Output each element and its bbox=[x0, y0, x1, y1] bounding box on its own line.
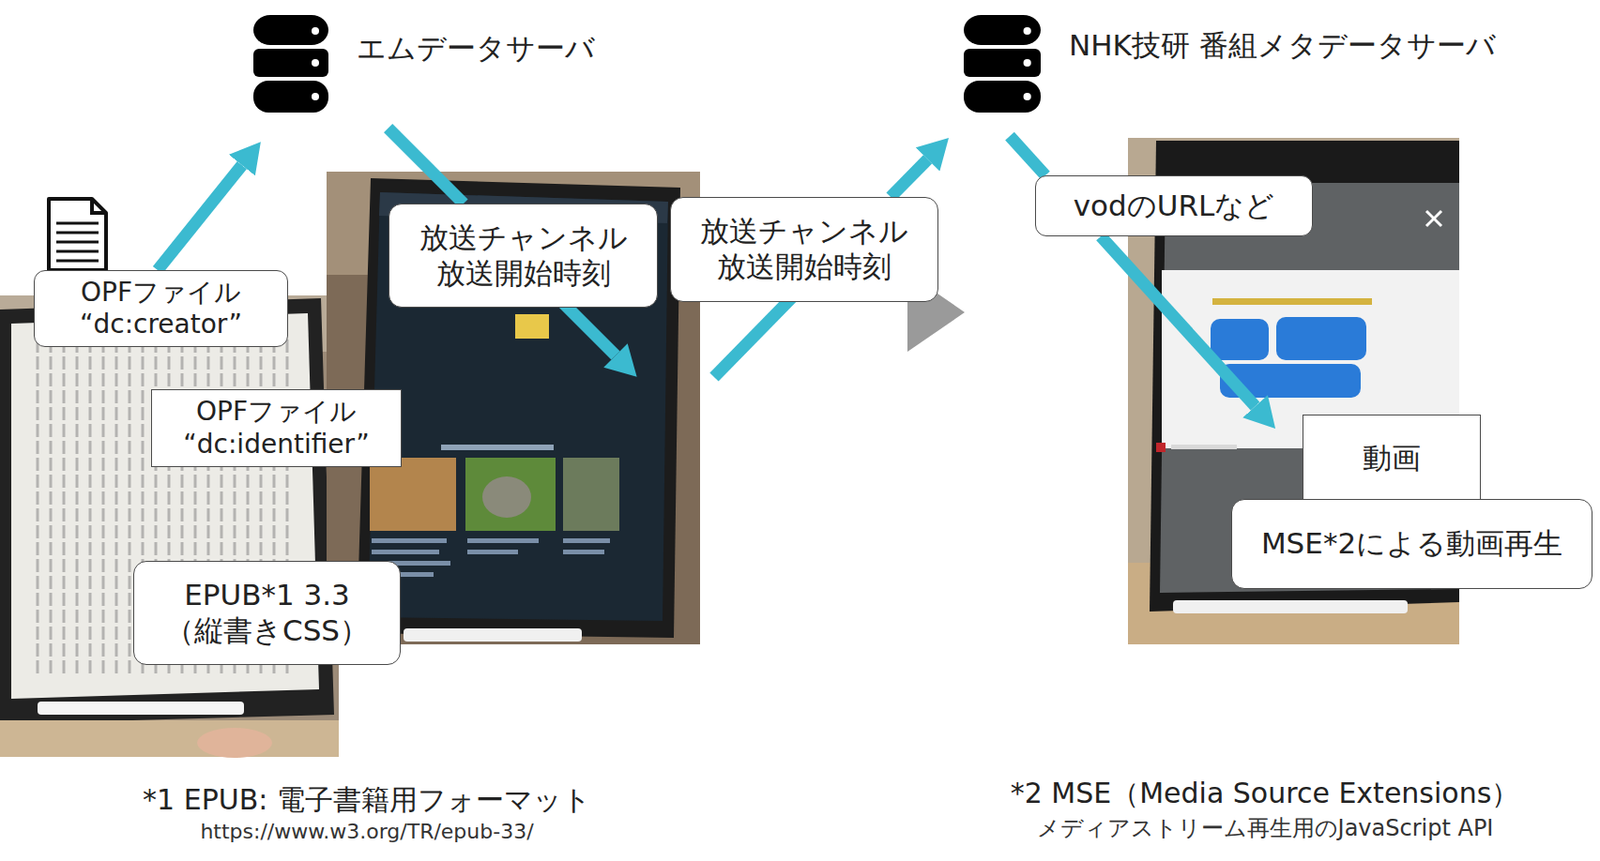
video-photo bbox=[1210, 319, 1269, 361]
server-icon: NHK技研 番組メタデータサーバ bbox=[963, 15, 1041, 113]
document-icon bbox=[56, 241, 99, 244]
tablet-photo bbox=[467, 538, 539, 544]
epub-photo bbox=[76, 339, 79, 676]
callout-box: 放送チャンネル 放送開始時刻 bbox=[388, 203, 658, 308]
tablet-photo bbox=[403, 628, 582, 642]
video-photo bbox=[1171, 444, 1237, 450]
tablet-photo bbox=[371, 538, 447, 544]
server-icon: エムデータサーバ bbox=[253, 15, 329, 113]
document-icon bbox=[56, 250, 99, 254]
tablet-photo bbox=[441, 444, 554, 451]
box-text: 放送チャンネル 放送開始時刻 bbox=[400, 220, 646, 292]
tablet-photo bbox=[465, 457, 556, 532]
epub-photo bbox=[37, 701, 244, 716]
callout-box: 動画 bbox=[1302, 414, 1481, 503]
video-photo bbox=[1426, 211, 1442, 227]
video-photo bbox=[1426, 211, 1442, 227]
epub-photo bbox=[0, 720, 339, 758]
tablet-photo bbox=[467, 549, 519, 555]
document-icon bbox=[91, 198, 107, 214]
video-photo bbox=[1426, 211, 1442, 227]
epub-photo bbox=[197, 728, 273, 759]
database-symbol bbox=[253, 15, 329, 113]
epub-photo bbox=[115, 339, 119, 676]
tablet-photo bbox=[515, 314, 549, 339]
box-text: EPUB*1 3.3 （縦書きCSS） bbox=[145, 578, 389, 650]
flow-arrow bbox=[1009, 136, 1046, 176]
box-text: 動画 bbox=[1362, 441, 1421, 477]
epub-photo bbox=[128, 339, 132, 676]
flow-arrow bbox=[388, 128, 464, 204]
box-text: OPFファイル “dc:creator” bbox=[45, 276, 276, 341]
tablet-photo bbox=[369, 457, 457, 532]
footnote: https://www.w3.org/TR/epub-33/ bbox=[199, 820, 534, 844]
tablet-photo bbox=[367, 192, 669, 622]
epub-photo bbox=[36, 339, 40, 676]
tablet-photo bbox=[563, 538, 610, 544]
epub-photo bbox=[0, 295, 339, 759]
epub-photo bbox=[62, 339, 66, 676]
flow-segment bbox=[714, 291, 798, 378]
document-icon bbox=[56, 259, 99, 263]
epub-photo bbox=[102, 339, 106, 676]
epub-photo bbox=[89, 339, 92, 676]
video-photo bbox=[1173, 600, 1408, 614]
database-symbol bbox=[963, 15, 1041, 113]
epub-photo bbox=[49, 339, 53, 676]
box-text: OPFファイル “dc:identifier” bbox=[163, 396, 390, 460]
document-icon bbox=[56, 222, 99, 226]
tablet-photo bbox=[356, 178, 681, 639]
tablet-photo bbox=[563, 457, 620, 532]
document-icon bbox=[48, 198, 107, 271]
footnote: メディアストリーム再生用のJavaScript API bbox=[1036, 813, 1494, 844]
document-icon bbox=[56, 223, 99, 261]
flow-arrow bbox=[157, 165, 243, 271]
video-photo bbox=[1276, 317, 1367, 361]
callout-box: MSE*2による動画再生 bbox=[1231, 499, 1593, 590]
footnote: *1 EPUB: 電子書籍用フォーマット bbox=[142, 781, 592, 821]
tablet-photo bbox=[371, 538, 610, 578]
box-text: vodのURLなど bbox=[1073, 188, 1276, 225]
box-text: 放送チャンネル 放送開始時刻 bbox=[682, 213, 927, 286]
flow-arrow bbox=[890, 159, 928, 198]
document-icon bbox=[56, 231, 99, 235]
callout-box: OPFファイル “dc:identifier” bbox=[151, 389, 402, 468]
callout-box: vodのURLなど bbox=[1035, 175, 1313, 237]
server-name: エムデータサーバ bbox=[356, 30, 595, 67]
callout-box: OPFファイル “dc:creator” bbox=[33, 270, 289, 348]
video-photo bbox=[1212, 298, 1372, 305]
server-name: NHK技研 番組メタデータサーバ bbox=[1068, 28, 1496, 64]
footnote: *2 MSE（Media Source Extensions） bbox=[1010, 775, 1521, 814]
tablet-photo bbox=[371, 549, 440, 555]
box-text: MSE*2による動画再生 bbox=[1261, 526, 1563, 563]
callout-box: EPUB*1 3.3 （縦書きCSS） bbox=[133, 561, 401, 666]
tablet-photo bbox=[482, 476, 532, 519]
video-photo bbox=[1156, 442, 1166, 453]
flow-arrow bbox=[1100, 236, 1256, 407]
tablet-photo bbox=[563, 549, 605, 555]
callout-box: 放送チャンネル 放送開始時刻 bbox=[670, 197, 939, 303]
document-icon bbox=[48, 198, 107, 271]
epub-photo bbox=[0, 295, 339, 758]
